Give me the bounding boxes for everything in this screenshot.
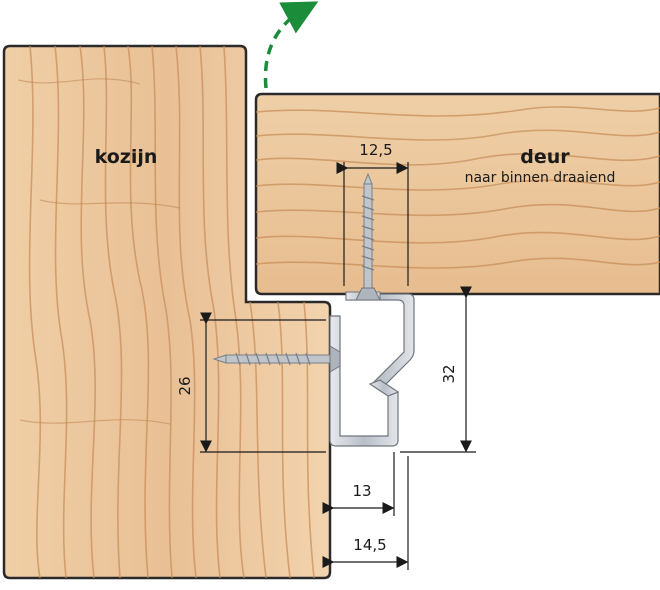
dimension-profile-outer bbox=[322, 456, 409, 570]
door-screw-icon bbox=[355, 172, 381, 301]
door-wood bbox=[254, 92, 660, 296]
dimension-frame-depth bbox=[200, 312, 326, 453]
door-note: naar binnen draaiend bbox=[465, 170, 616, 186]
frame-screw-icon bbox=[212, 345, 341, 373]
dimension-label-door-height: 32 bbox=[440, 364, 458, 383]
dimension-screw-spacing bbox=[336, 162, 409, 286]
frame-label: kozijn bbox=[95, 146, 158, 168]
door-label: deur bbox=[520, 146, 570, 168]
dimension-label-profile-outer: 14,5 bbox=[353, 536, 386, 554]
dimension-door-height bbox=[400, 286, 476, 453]
metal-profile bbox=[329, 291, 415, 447]
dimension-label-screw-spacing: 12,5 bbox=[359, 141, 392, 159]
dimension-profile-inner bbox=[322, 452, 395, 516]
dimension-label-frame-depth: 26 bbox=[176, 376, 194, 395]
dimension-label-profile-inner: 13 bbox=[352, 482, 371, 500]
frame-wood bbox=[2, 44, 332, 580]
swing-arrow-icon bbox=[263, 1, 319, 89]
